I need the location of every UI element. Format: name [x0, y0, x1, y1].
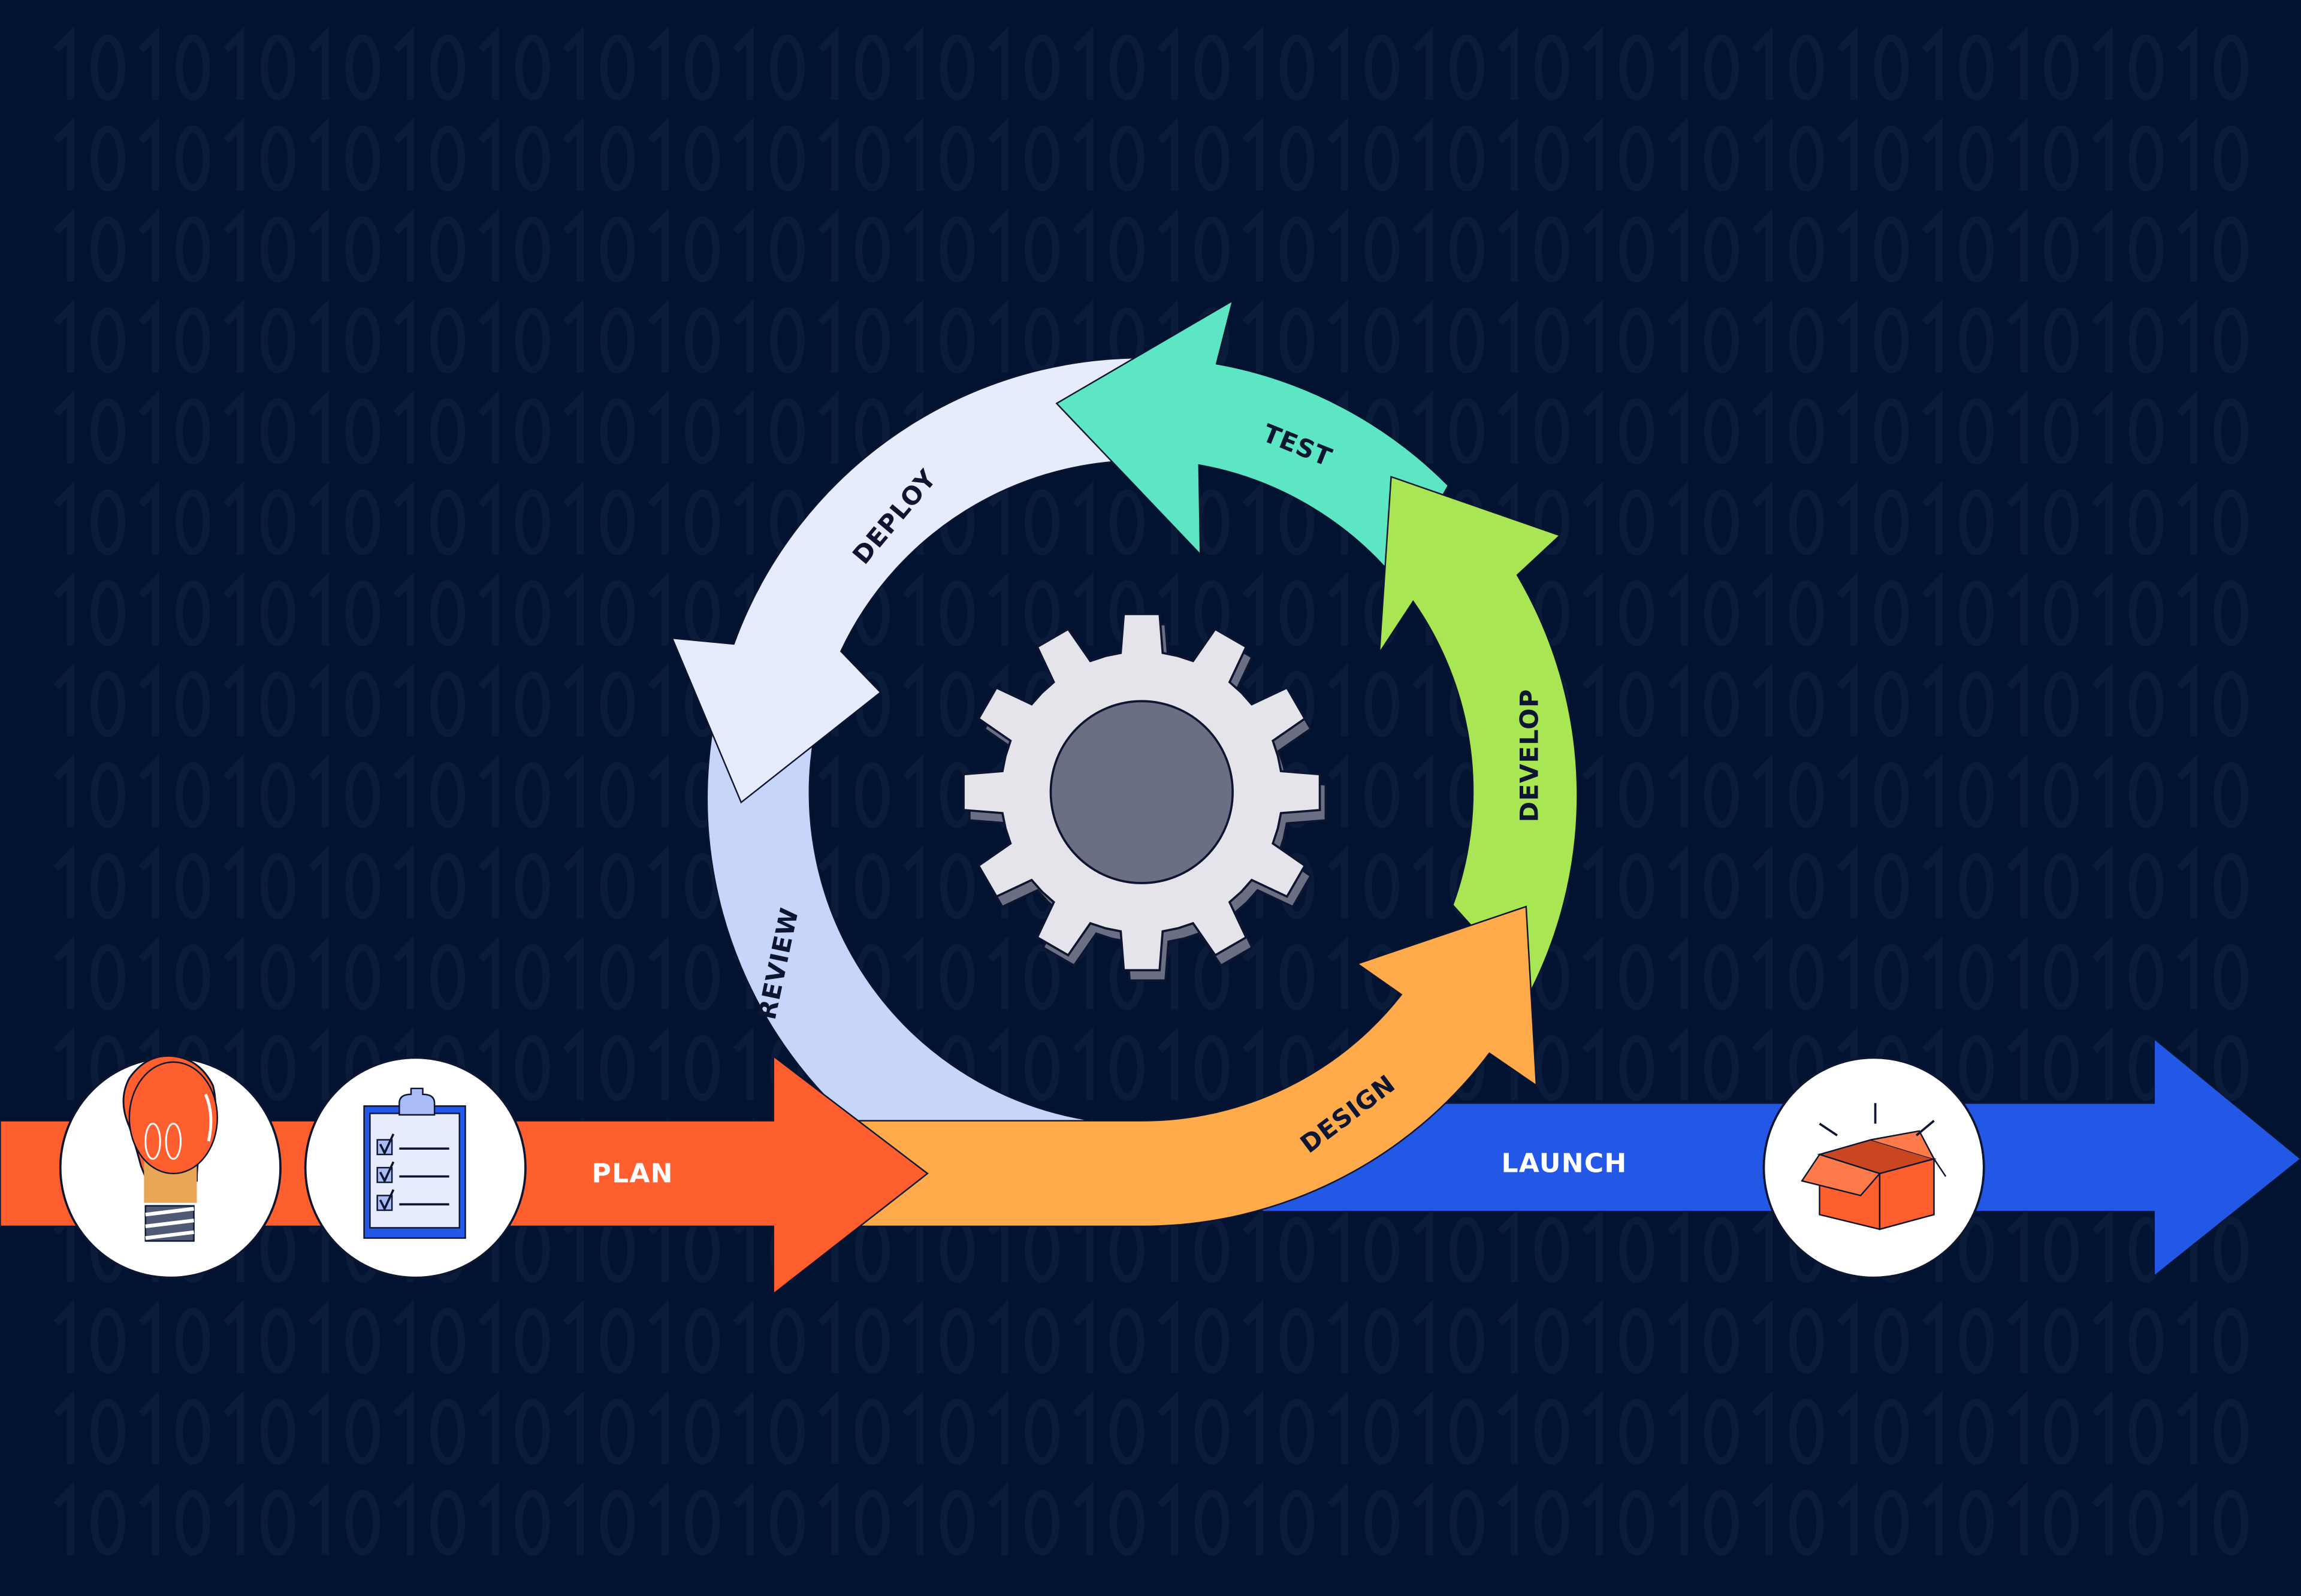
lightbulb-icon	[59, 1054, 282, 1279]
develop-label: DEVELOP	[1514, 688, 1544, 822]
plan-label: PLAN	[592, 1159, 674, 1189]
binary-row	[53, 1481, 2249, 1556]
binary-row	[53, 117, 2249, 192]
develop-arrow	[1378, 476, 1578, 993]
gear-icon	[962, 613, 1327, 982]
open-box-icon	[1762, 1056, 1985, 1279]
binary-row	[53, 26, 2249, 101]
test-arrow	[1055, 299, 1450, 581]
deploy-arrow	[671, 356, 1181, 804]
binary-row	[53, 1299, 2249, 1374]
launch-label: LAUNCH	[1501, 1148, 1627, 1178]
binary-row	[53, 299, 2249, 374]
binary-watermark-pattern	[53, 26, 2249, 1556]
clipboard-checklist-icon	[304, 1056, 527, 1279]
binary-row	[53, 208, 2249, 283]
design-arrow	[857, 905, 1538, 1228]
binary-row	[53, 1390, 2249, 1465]
